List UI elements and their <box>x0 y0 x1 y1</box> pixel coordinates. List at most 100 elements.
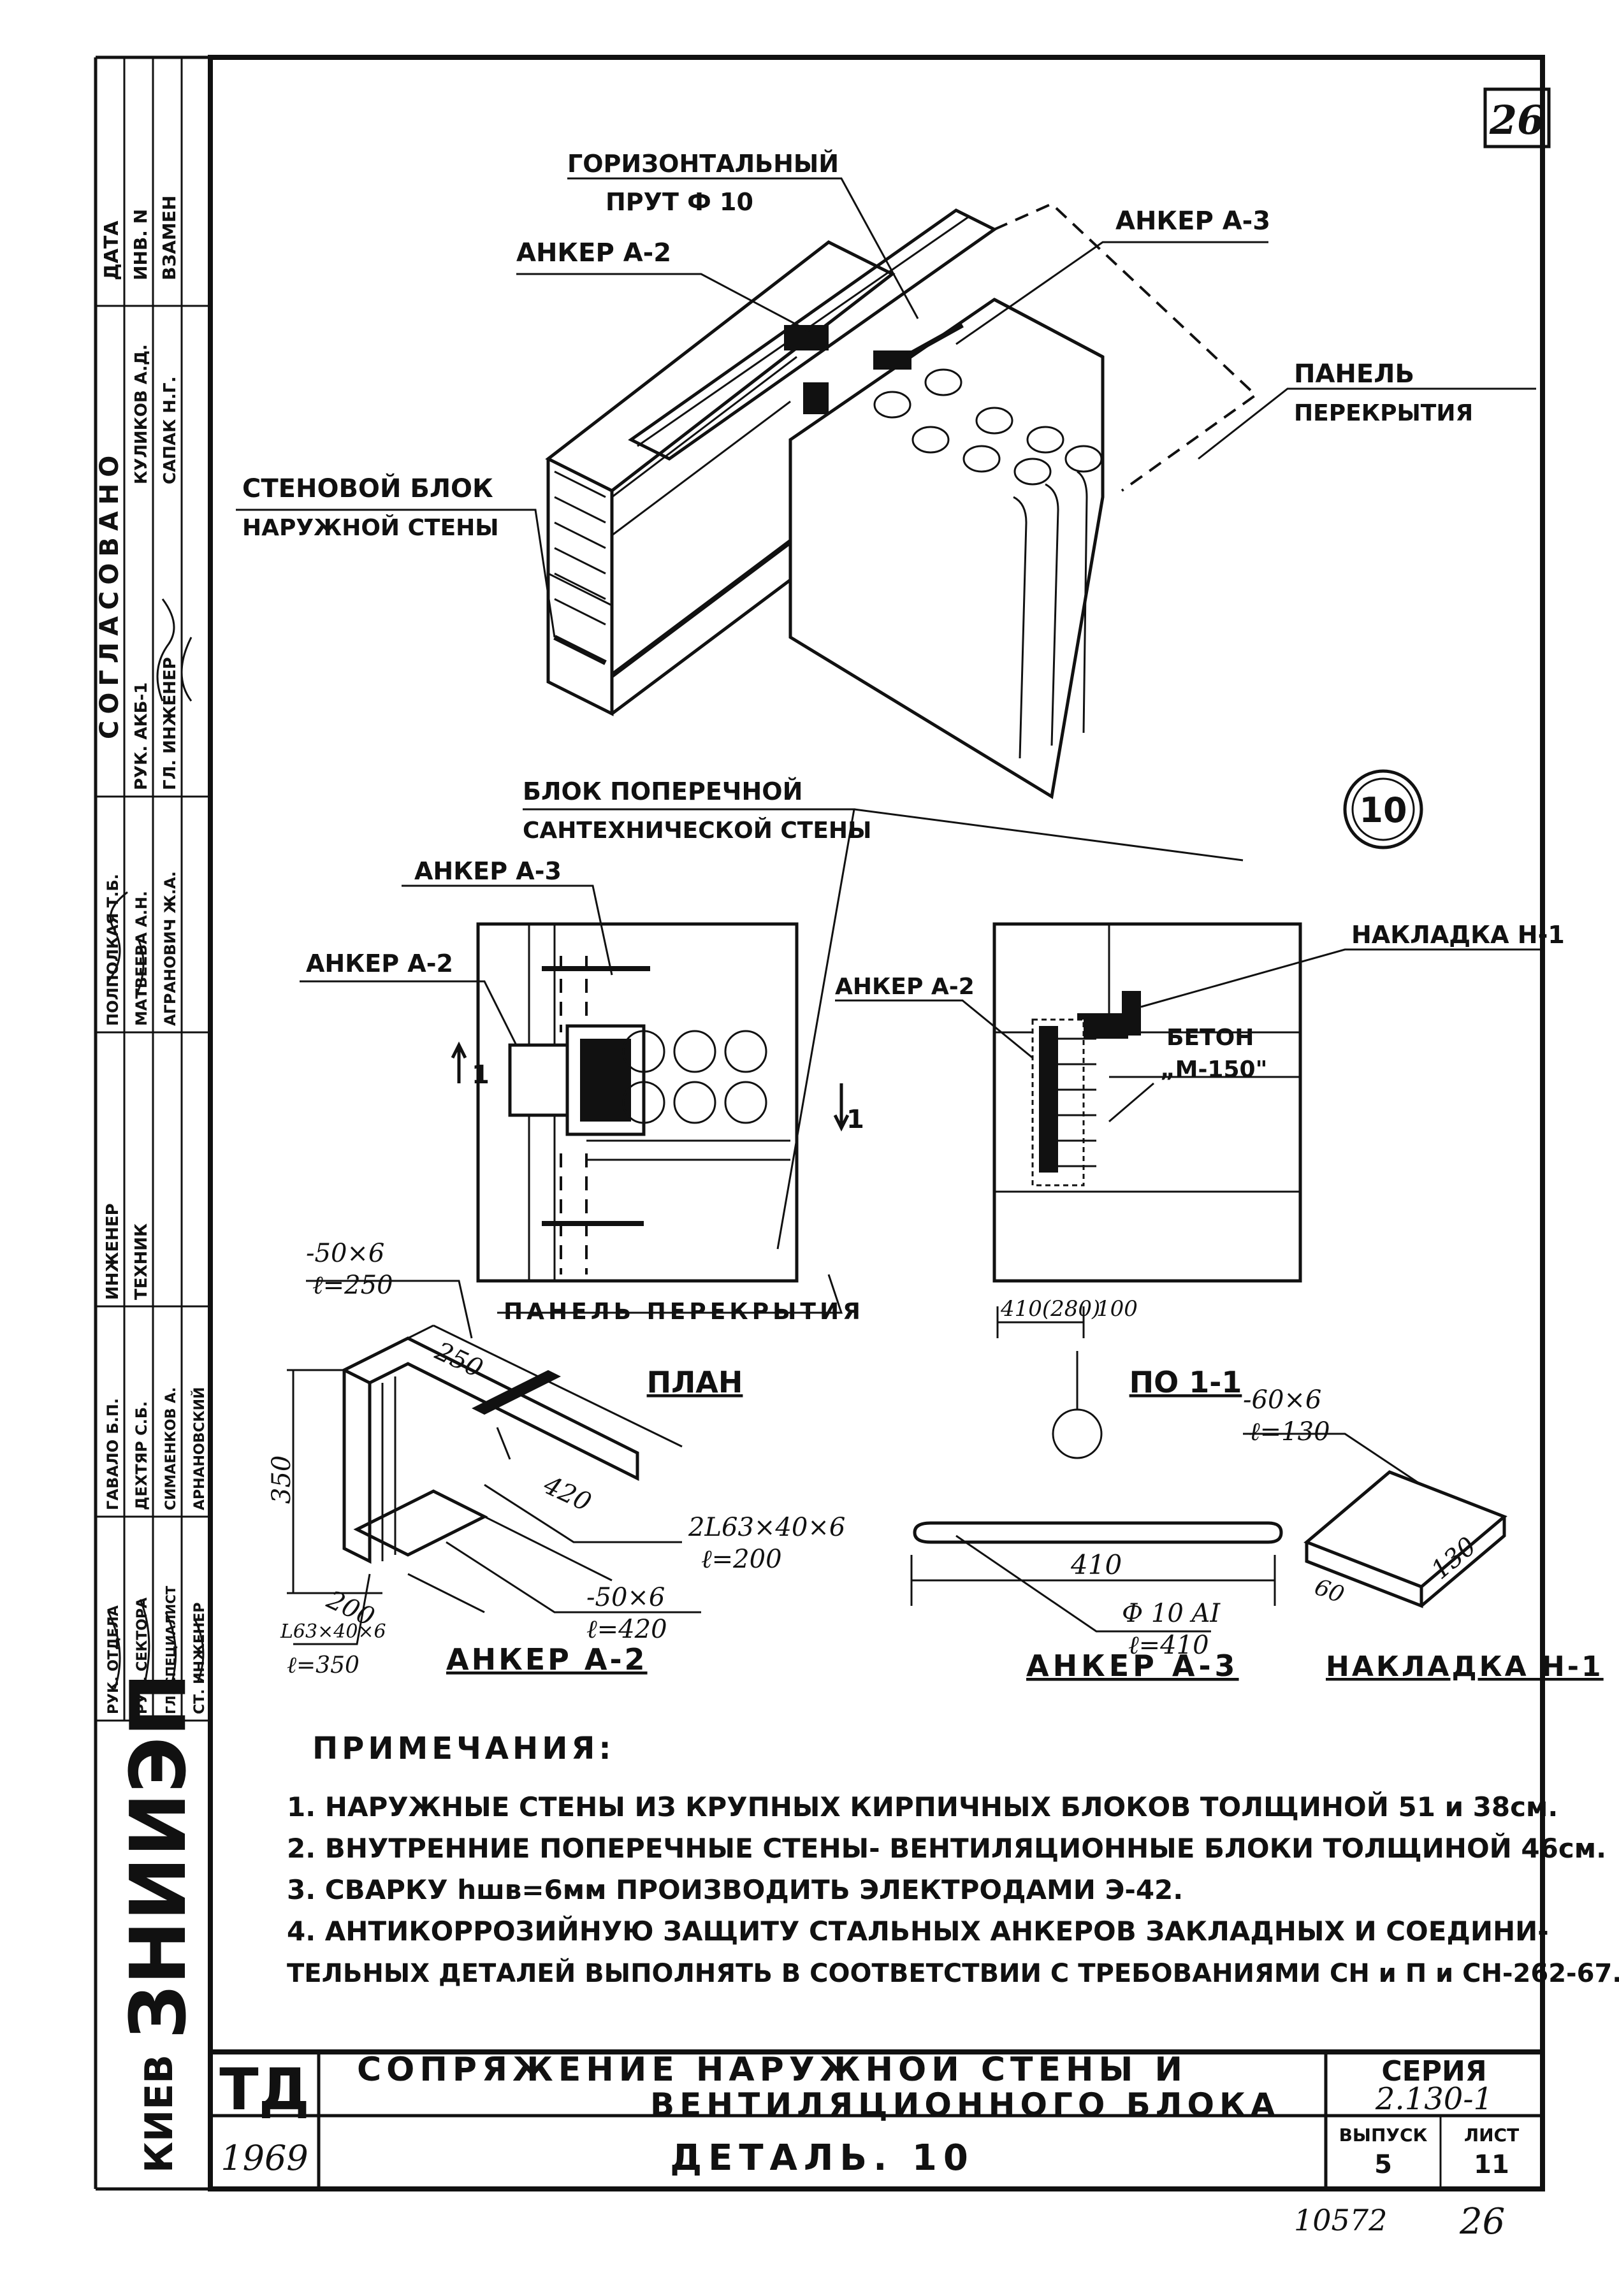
a3-dim-410: 410 <box>1070 1549 1122 1580</box>
side-person-1: КУЛИКОВ А.Д. <box>132 344 151 484</box>
a2-angle-b-1: L63×40×6 <box>280 1621 386 1643</box>
issue-label: ВЫПУСК <box>1339 2125 1428 2146</box>
h1-title: НАКЛАДКА Н-1 <box>1326 1650 1604 1683</box>
note-5: ТЕЛЬНЫХ ДЕТАЛЕЙ ВЫПОЛНЯТЬ В СООТВЕТСТВИИ… <box>287 1958 1619 1988</box>
section-view: АНКЕР А-2 НАКЛАДКА Н-1 БЕТОН „М-150" 410… <box>835 921 1565 1459</box>
detail-marker-outer <box>1343 769 1423 849</box>
title-line-1: СОПРЯЖЕНИЕ НАРУЖНОЙ СТЕНЫ И <box>357 2050 1187 2089</box>
section-label-overlay: НАКЛАДКА Н-1 <box>1351 921 1565 949</box>
bottom-number-left: 10572 <box>1294 2203 1387 2237</box>
plan-section-mark-left: 1 <box>472 1060 490 1090</box>
title-year: 1969 <box>221 2138 308 2178</box>
a2-plate-2: ℓ=420 <box>586 1615 667 1644</box>
iso-label-panel-1: ПАНЕЛЬ <box>1294 359 1414 389</box>
a3-rod-1: Ф 10 AI <box>1122 1599 1221 1628</box>
iso-label-wall-block-2: НАРУЖНОЙ СТЕНЫ <box>242 514 499 541</box>
side-panel: ДАТА ИНВ. N ВЗАМЕН СОГЛАСОВАНО КУЛИКОВ А… <box>95 57 210 2173</box>
note-1: 1. НАРУЖНЫЕ СТЕНЫ ИЗ КРУПНЫХ КИРПИЧНЫХ Б… <box>287 1791 1558 1823</box>
page-number: 26 <box>1489 97 1544 143</box>
signature-1 <box>107 891 145 995</box>
side-agreed: СОГЛАСОВАНО <box>95 449 124 739</box>
detail-marker-inner <box>1351 777 1415 841</box>
sheet-label: ЛИСТ <box>1464 2125 1519 2146</box>
isometric-view: ГОРИЗОНТАЛЬНЫЙ ПРУТ Ф 10 АНКЕР А-2 АНКЕР… <box>236 150 1536 1250</box>
h1-size-1: -60×6 <box>1243 1385 1321 1415</box>
a2-angle-2: ℓ=200 <box>701 1545 782 1574</box>
iso-label-rod-1: ГОРИЗОНТАЛЬНЫЙ <box>567 150 839 178</box>
signature-2 <box>156 598 192 702</box>
iso-wall-block <box>545 240 896 717</box>
series-label: СЕРИЯ <box>1381 2055 1486 2088</box>
section-label-concrete-1: БЕТОН <box>1166 1025 1254 1051</box>
note-4: 4. АНТИКОРРОЗИЙНУЮ ЗАЩИТУ СТАЛЬНЫХ АНКЕР… <box>287 1915 1549 1947</box>
side-name-mid-2: АГРАНОВИЧ Ж.А. <box>161 871 179 1026</box>
a3-title: АНКЕР А-3 <box>1026 1649 1239 1683</box>
a2-plate-top-2: ℓ=250 <box>312 1271 393 1300</box>
a2-dim-350: 350 <box>267 1455 296 1504</box>
side-person-2: САПАК Н.Г. <box>161 377 180 484</box>
plan-title: ПЛАН <box>647 1365 743 1399</box>
iso-label-wall-block-1: СТЕНОВОЙ БЛОК <box>242 473 493 503</box>
a2-plate-1: -50×6 <box>586 1583 665 1612</box>
plan-frame <box>476 922 799 1283</box>
side-name-low-1: ГАВАЛО Б.П. <box>104 1398 122 1510</box>
institute-name: ЗНИИЭП <box>115 1673 203 2039</box>
a2-plate-top-1: -50×6 <box>306 1239 384 1268</box>
side-role-bottom-2: РУК. СЕКТОРА <box>134 1598 150 1714</box>
section-label-concrete-2: „М-150" <box>1160 1057 1267 1083</box>
a3-rod-2: ℓ=410 <box>1128 1631 1209 1660</box>
side-role-low-2: ТЕХНИК <box>132 1224 151 1300</box>
plan-view: 1 1 АНКЕР А-3 АНКЕР А-2 ПАНЕЛЬ ПЕРЕКРЫТИ… <box>300 857 864 1399</box>
iso-label-anchor-a2: АНКЕР А-2 <box>516 238 671 268</box>
plan-label-panel: ПАНЕЛЬ ПЕРЕКРЫТИЯ <box>504 1299 864 1325</box>
iso-label-rod-2: ПРУТ Ф 10 <box>606 188 753 216</box>
iso-label-cross-block-1: БЛОК ПОПЕРЕЧНОЙ <box>523 777 802 805</box>
side-role-1: РУК. АКБ-1 <box>132 682 151 790</box>
title-subtitle: ДЕТАЛЬ. 10 <box>670 2137 975 2179</box>
title-block: ТД 1969 СОПРЯЖЕНИЕ НАРУЖНОЙ СТЕНЫ И ВЕНТ… <box>210 2049 1543 2189</box>
iso-label-panel-2: ПЕРЕКРЫТИЯ <box>1294 400 1473 426</box>
plan-label-anchor-a3: АНКЕР А-3 <box>414 857 562 885</box>
a2-dim-250: 250 <box>430 1336 488 1383</box>
series-value: 2.130-1 <box>1375 2081 1493 2117</box>
notes-block: ПРИМЕЧАНИЯ: 1. НАРУЖНЫЕ СТЕНЫ ИЗ КРУПНЫХ… <box>287 1731 1619 1988</box>
side-name-mid-1: МАТВЕЕВА А.Н. <box>133 891 150 1026</box>
sheet-frame <box>208 55 1545 2191</box>
side-role-2: ГЛ. ИНЖЕНЕР <box>161 657 180 790</box>
section-circle-marker <box>1052 1408 1103 1459</box>
section-frame <box>992 922 1302 1283</box>
side-label-date: ДАТА <box>101 220 123 280</box>
iso-floor-panel <box>994 202 1258 492</box>
detail-marker: 10 <box>1359 790 1407 830</box>
section-dim-1: 410(280) <box>1000 1296 1100 1322</box>
notes-heading: ПРИМЕЧАНИЯ: <box>312 1731 615 1766</box>
title-code: ТД <box>219 2056 310 2123</box>
bottom-number-right: 26 <box>1459 2201 1505 2242</box>
side-name-low-3: СИМАЕНКОВ А. <box>163 1387 179 1510</box>
h1-size-2: ℓ=130 <box>1249 1417 1330 1447</box>
side-name-low-2: ДЕХТЯР С.Б. <box>133 1401 150 1510</box>
title-line-2: ВЕНТИЛЯЦИОННОГО БЛОКА <box>650 2086 1281 2123</box>
iso-label-cross-block-2: САНТЕХНИЧЕСКОЙ СТЕНЫ <box>523 817 871 844</box>
issue-value: 5 <box>1374 2150 1392 2179</box>
note-2: 2. ВНУТРЕННИЕ ПОПЕРЕЧНЫЕ СТЕНЫ- ВЕНТИЛЯЦ… <box>287 1832 1606 1864</box>
signature-3 <box>107 1599 205 1689</box>
a2-title: АНКЕР А-2 <box>446 1642 648 1677</box>
a2-angle-b-2: ℓ=350 <box>287 1652 359 1679</box>
a2-dim-420: 420 <box>539 1470 596 1517</box>
iso-cross-block <box>788 298 1105 800</box>
anchor-a3-detail: 410 Ф 10 AI ℓ=410 АНКЕР А-3 <box>910 1521 1283 1683</box>
plan-label-anchor-a2: АНКЕР А-2 <box>306 949 453 978</box>
side-label-inv: ИНВ. N <box>130 209 151 280</box>
side-role-low-1: ИНЖЕНЕР <box>103 1203 122 1300</box>
institute-city: КИЕВ <box>137 2054 182 2173</box>
page-number-box <box>1483 87 1551 148</box>
sheet-value: 11 <box>1474 2150 1509 2179</box>
note-3: 3. СВАРКУ hшв=6мм ПРОИЗВОДИТЬ ЭЛЕКТРОДАМ… <box>287 1874 1183 1905</box>
side-name-low-4: АРНАНОВСКИЙ <box>191 1387 208 1510</box>
iso-label-anchor-a3: АНКЕР А-3 <box>1115 206 1270 236</box>
a2-angle-1: 2L63×40×6 <box>688 1513 845 1542</box>
section-dim-2: 100 <box>1096 1296 1138 1322</box>
anchor-a2-detail: -50×6 ℓ=250 250 350 420 200 2L63×40×6 ℓ=… <box>267 1239 845 1679</box>
